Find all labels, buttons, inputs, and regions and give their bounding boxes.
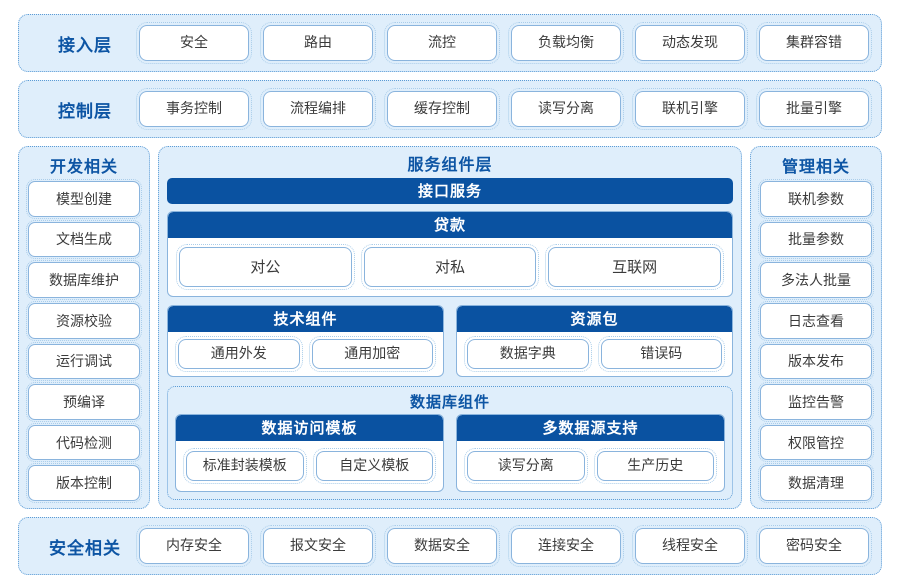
access-layer-item-load-balance[interactable]: 负载均衡 — [508, 22, 624, 64]
tech-item-general-outbound[interactable]: 通用外发 — [175, 336, 303, 372]
security-item-password[interactable]: 密码安全 — [756, 525, 872, 567]
security-layer-title: 安全相关 — [49, 538, 121, 559]
data-access-template-panel: 数据访问模板 标准封装模板 自定义模板 — [175, 414, 444, 492]
development-item-precompile[interactable]: 预编译 — [26, 382, 142, 422]
middle-section: 开发相关 模型创建 文档生成 数据库维护 资源校验 运行调试 预编译 代码检测 … — [18, 146, 882, 509]
development-item-model-create[interactable]: 模型创建 — [26, 179, 142, 219]
control-layer-item-orchestration[interactable]: 流程编排 — [260, 88, 376, 130]
access-layer-item-fault-tolerance[interactable]: 集群容错 — [756, 22, 872, 64]
data-access-template-body: 标准封装模板 自定义模板 — [176, 441, 443, 491]
development-item-doc-generate[interactable]: 文档生成 — [26, 219, 142, 260]
access-layer-item-routing[interactable]: 路由 — [260, 22, 376, 64]
management-item-online-params[interactable]: 联机参数 — [758, 179, 874, 219]
development-column-title: 开发相关 — [49, 157, 118, 176]
multi-datasource-header[interactable]: 多数据源支持 — [457, 415, 724, 441]
loan-panel-body: 对公 对私 互联网 — [168, 238, 732, 296]
resource-package-panel: 资源包 数据字典 错误码 — [456, 305, 733, 377]
security-item-message[interactable]: 报文安全 — [260, 525, 376, 567]
multi-datasource-panel: 多数据源支持 读写分离 生产历史 — [456, 414, 725, 492]
development-column-list: 模型创建 文档生成 数据库维护 资源校验 运行调试 预编译 代码检测 版本控制 — [26, 179, 142, 503]
resource-package-header[interactable]: 资源包 — [457, 306, 732, 332]
tech-component-header[interactable]: 技术组件 — [168, 306, 443, 332]
data-access-template-header[interactable]: 数据访问模板 — [176, 415, 443, 441]
tech-component-panel: 技术组件 通用外发 通用加密 — [167, 305, 444, 377]
loan-panel: 贷款 对公 对私 互联网 — [167, 211, 733, 297]
interface-service-bar[interactable]: 接口服务 — [167, 178, 733, 204]
resource-item-data-dictionary[interactable]: 数据字典 — [464, 336, 592, 372]
tech-item-general-encrypt[interactable]: 通用加密 — [308, 336, 436, 372]
management-item-version-release[interactable]: 版本发布 — [758, 341, 874, 382]
control-layer-item-cache[interactable]: 缓存控制 — [384, 88, 500, 130]
development-item-resource-check[interactable]: 资源校验 — [26, 300, 142, 341]
control-layer-items: 事务控制 流程编排 缓存控制 读写分离 联机引擎 批量引擎 — [136, 88, 872, 130]
database-component-row: 数据访问模板 标准封装模板 自定义模板 多数据源支持 读写分离 生产历史 — [175, 414, 725, 492]
management-item-permission-control[interactable]: 权限管控 — [758, 422, 874, 463]
control-layer-item-transaction[interactable]: 事务控制 — [136, 88, 252, 130]
security-item-connection[interactable]: 连接安全 — [508, 525, 624, 567]
management-item-data-cleanup[interactable]: 数据清理 — [758, 463, 874, 503]
resource-package-body: 数据字典 错误码 — [457, 332, 732, 376]
security-item-memory[interactable]: 内存安全 — [136, 525, 252, 567]
security-item-data[interactable]: 数据安全 — [384, 525, 500, 567]
control-layer-item-read-write-split[interactable]: 读写分离 — [508, 88, 624, 130]
access-layer-items: 安全 路由 流控 负载均衡 动态发现 集群容错 — [136, 22, 872, 64]
loan-panel-header[interactable]: 贷款 — [168, 212, 732, 238]
management-column: 管理相关 联机参数 批量参数 多法人批量 日志查看 版本发布 监控告警 权限管控… — [750, 146, 882, 509]
database-component-wrapper: 数据库组件 数据访问模板 标准封装模板 自定义模板 多数据源支持 读写分离 生 — [167, 386, 733, 500]
development-item-db-maintain[interactable]: 数据库维护 — [26, 260, 142, 300]
multi-datasource-item-read-write-split[interactable]: 读写分离 — [464, 448, 588, 484]
management-item-monitor-alarm[interactable]: 监控告警 — [758, 382, 874, 422]
loan-item-personal[interactable]: 对私 — [360, 244, 540, 290]
control-layer-item-online-engine[interactable]: 联机引擎 — [632, 88, 748, 130]
management-item-batch-params[interactable]: 批量参数 — [758, 219, 874, 260]
management-column-title: 管理相关 — [781, 157, 850, 176]
tech-component-body: 通用外发 通用加密 — [168, 332, 443, 376]
service-component-layer: 服务组件层 接口服务 贷款 对公 对私 互联网 技术组件 通用外发 通用加密 — [158, 146, 742, 509]
development-item-version-control[interactable]: 版本控制 — [26, 463, 142, 503]
development-item-runtime-debug[interactable]: 运行调试 — [26, 341, 142, 382]
control-layer-item-batch-engine[interactable]: 批量引擎 — [756, 88, 872, 130]
development-column: 开发相关 模型创建 文档生成 数据库维护 资源校验 运行调试 预编译 代码检测 … — [18, 146, 150, 509]
security-layer-row: 安全相关 内存安全 报文安全 数据安全 连接安全 线程安全 密码安全 — [18, 517, 882, 575]
security-item-thread[interactable]: 线程安全 — [632, 525, 748, 567]
database-component-title: 数据库组件 — [409, 393, 490, 411]
access-layer-item-discovery[interactable]: 动态发现 — [632, 22, 748, 64]
management-item-log-view[interactable]: 日志查看 — [758, 300, 874, 341]
loan-item-corporate[interactable]: 对公 — [176, 244, 355, 290]
control-layer-row: 控制层 事务控制 流程编排 缓存控制 读写分离 联机引擎 批量引擎 — [18, 80, 882, 138]
access-layer-row: 接入层 安全 路由 流控 负载均衡 动态发现 集群容错 — [18, 14, 882, 72]
tech-and-resource-row: 技术组件 通用外发 通用加密 资源包 数据字典 错误码 — [167, 305, 733, 377]
security-layer-items: 内存安全 报文安全 数据安全 连接安全 线程安全 密码安全 — [136, 525, 872, 567]
service-component-layer-title: 服务组件层 — [407, 155, 493, 174]
data-access-item-custom-template[interactable]: 自定义模板 — [312, 448, 436, 484]
control-layer-title: 控制层 — [58, 101, 112, 122]
development-item-code-check[interactable]: 代码检测 — [26, 422, 142, 463]
management-column-list: 联机参数 批量参数 多法人批量 日志查看 版本发布 监控告警 权限管控 数据清理 — [758, 179, 874, 503]
management-item-multi-entity-batch[interactable]: 多法人批量 — [758, 260, 874, 300]
access-layer-item-flow-control[interactable]: 流控 — [384, 22, 500, 64]
multi-datasource-body: 读写分离 生产历史 — [457, 441, 724, 491]
access-layer-item-security[interactable]: 安全 — [136, 22, 252, 64]
access-layer-title: 接入层 — [58, 35, 112, 56]
loan-item-internet[interactable]: 互联网 — [545, 244, 725, 290]
multi-datasource-item-production-history[interactable]: 生产历史 — [593, 448, 717, 484]
data-access-item-standard-template[interactable]: 标准封装模板 — [183, 448, 307, 484]
resource-item-error-code[interactable]: 错误码 — [597, 336, 725, 372]
